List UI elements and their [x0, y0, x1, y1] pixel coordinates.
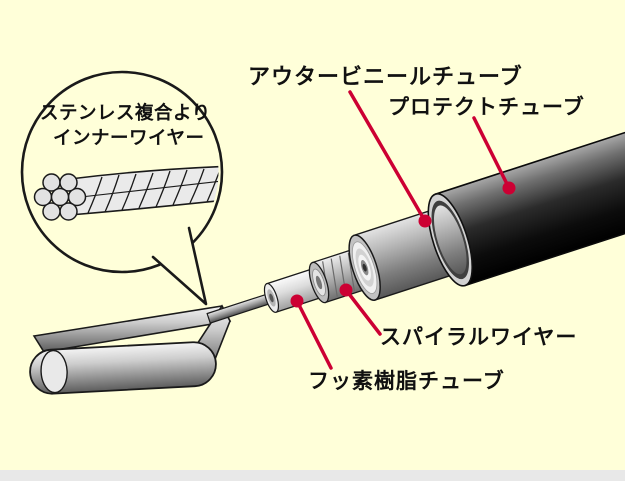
label-outer-vinyl-tube: アウタービニールチューブ [248, 65, 523, 90]
callout-line-fluoro [295, 299, 333, 370]
inset-tail [151, 226, 208, 306]
inset-label-line1: ステンレス複合より [40, 103, 211, 124]
callout-line-protect [472, 116, 511, 190]
callout-dot-outer-vinyl [418, 214, 432, 228]
outer-vinyl-tube-face [348, 234, 381, 301]
callout-dot-fluoro [290, 294, 304, 308]
callout-line-outer-vinyl [348, 90, 427, 223]
callout-dot-protect [502, 181, 516, 195]
label-spiral-wire: スパイラルワイヤー [380, 325, 578, 349]
callout-dot-spiral [339, 283, 353, 297]
inset-bubble [20, 70, 224, 306]
wire-strand-twists [71, 166, 219, 214]
wire-strand-cross-section [33, 173, 87, 221]
inset-circle [20, 70, 224, 274]
inset-label-line2: インナーワイヤー [53, 128, 205, 149]
callout-line-spiral [344, 288, 382, 336]
fitting-barrel [29, 341, 217, 395]
fluoro-tube-face [263, 282, 280, 313]
footer-strip [0, 470, 625, 481]
callout-lines [295, 90, 511, 370]
label-fluoro-tube: フッ素樹脂チューブ [308, 369, 505, 393]
cable-cutaway [206, 115, 625, 324]
cable-end-fitting [29, 304, 232, 395]
spiral-wire-face [308, 261, 330, 304]
callout-dots [290, 181, 516, 308]
fitting-barrel-cap [40, 349, 68, 394]
wire-strand-bundle [69, 165, 219, 216]
label-protect-tube: プロテクトチューブ [388, 95, 585, 119]
